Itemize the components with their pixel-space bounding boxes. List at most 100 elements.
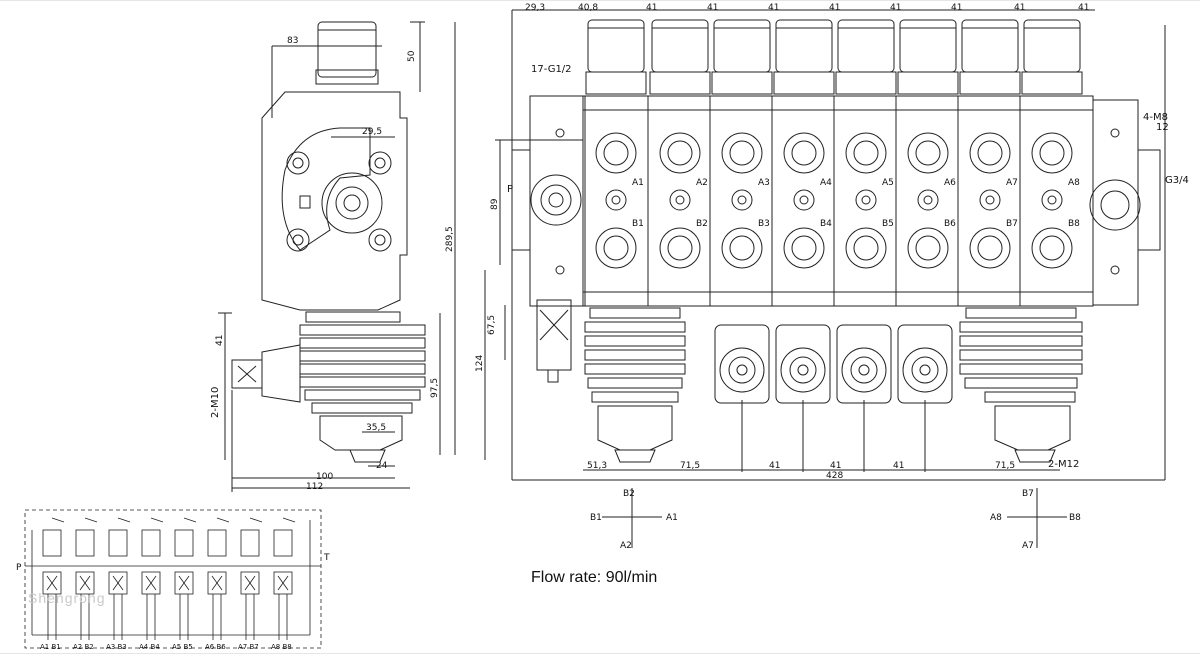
port-label-a: A4 [820, 178, 832, 188]
port-label-a: A3 [758, 178, 770, 188]
cross-left-left: B1 [590, 513, 602, 523]
port-center [855, 189, 877, 211]
port-center-inner [861, 195, 871, 205]
top-dim: 41 [951, 3, 962, 13]
label-p: P [507, 184, 513, 195]
detent-center [858, 364, 870, 376]
schematic-spool-bottom [240, 571, 260, 595]
cross-left-top: B2 [623, 489, 635, 499]
detent-cap [780, 347, 826, 393]
port-center-inner [799, 195, 809, 205]
cap-base [897, 71, 959, 95]
port-b [595, 227, 637, 269]
cap-base [959, 71, 1021, 95]
schematic-spool-top [174, 529, 194, 557]
dim-100: 100 [316, 472, 333, 482]
bottom-dim: 71,5 [680, 461, 700, 471]
schematic-lever [183, 517, 197, 523]
cross-right-top: B7 [1022, 489, 1034, 499]
cross-right-left: A8 [990, 513, 1002, 523]
detent-ring [789, 356, 817, 384]
dim-total-428: 428 [826, 471, 843, 481]
schematic-spool-top [141, 529, 161, 557]
detent-ring [911, 356, 939, 384]
port-a-inner [603, 140, 629, 166]
port-center [793, 189, 815, 211]
top-dim: 41 [707, 3, 718, 13]
port-label-b: B8 [1068, 219, 1080, 229]
port-label-b: B2 [696, 219, 708, 229]
schematic-spool-top [42, 529, 62, 557]
watermark: Shengrong [28, 590, 106, 606]
port-a-inner [791, 140, 817, 166]
dim-24: 24 [376, 461, 388, 471]
port-center [669, 189, 691, 211]
cross-mark-right [1007, 488, 1067, 548]
port-b [845, 227, 887, 269]
schematic-spool-top [240, 529, 260, 557]
schematic-p: P [16, 563, 22, 573]
bottom-dim: 41 [769, 461, 780, 471]
bottom-dim: 41 [893, 461, 904, 471]
bottom-dim: 71,5 [995, 461, 1015, 471]
top-dim: 40,8 [578, 3, 598, 13]
port-b-inner [791, 235, 817, 261]
port-label-b: B1 [632, 219, 644, 229]
port-a [1031, 132, 1073, 174]
detent-housing [836, 324, 892, 404]
flow-rate-text: Flow rate: 90l/min [531, 569, 658, 586]
schematic-lever [117, 517, 131, 523]
cap-base [1021, 71, 1083, 95]
schematic-lever [84, 517, 98, 523]
port-center-inner [1047, 195, 1057, 205]
side-view-dims: 83 50 29,5 289,5 41 2-M10 97,5 35,5 24 1… [210, 36, 455, 492]
port-label-b: B6 [944, 219, 956, 229]
detent-cap [902, 347, 948, 393]
port-b-inner [729, 235, 755, 261]
port-b-inner [977, 235, 1003, 261]
schematic-port-label: A8 B8 [271, 643, 292, 651]
schematic-port-label: A1 B1 [40, 643, 61, 651]
schematic-t: T [323, 553, 330, 563]
detent-center [797, 364, 809, 376]
port-a-inner [667, 140, 693, 166]
port-center [979, 189, 1001, 211]
detent-housing [714, 324, 770, 404]
schematic-port-label: A3 B3 [106, 643, 127, 651]
port-label-b: B5 [882, 219, 894, 229]
cap-base [585, 71, 647, 95]
port-label-a: A2 [696, 178, 708, 188]
side-view [218, 21, 456, 492]
detent-housing [775, 324, 831, 404]
cross-left-right: A1 [666, 513, 678, 523]
port-center [917, 189, 939, 211]
front-view-top-dims: 29,3 40,8 41 41 41 41 41 41 41 41 [525, 3, 1089, 13]
schematic-arrow [112, 575, 124, 591]
port-b [721, 227, 763, 269]
top-dim: 41 [890, 3, 901, 13]
port-b [659, 227, 701, 269]
schematic-spool-top [108, 529, 128, 557]
dim-124: 124 [475, 355, 485, 372]
port-a-inner [729, 140, 755, 166]
schematic-spool-bottom [273, 571, 293, 595]
cap-base [773, 71, 835, 95]
cross-right-bottom: A7 [1022, 541, 1034, 551]
port-center [605, 189, 627, 211]
schematic-arrow [79, 575, 91, 591]
cross-mark-left [602, 488, 662, 548]
port-a-inner [915, 140, 941, 166]
port-b-inner [853, 235, 879, 261]
port-a [907, 132, 949, 174]
hydraulic-schematic [24, 509, 322, 649]
port-a [659, 132, 701, 174]
schematic-arrow [178, 575, 190, 591]
dim-67-5: 67,5 [487, 315, 497, 335]
bottom-dim: 51,3 [587, 461, 607, 471]
schematic-port-label: A2 B2 [73, 643, 94, 651]
detent-center [736, 364, 748, 376]
schematic-arrow [277, 575, 289, 591]
port-a [969, 132, 1011, 174]
